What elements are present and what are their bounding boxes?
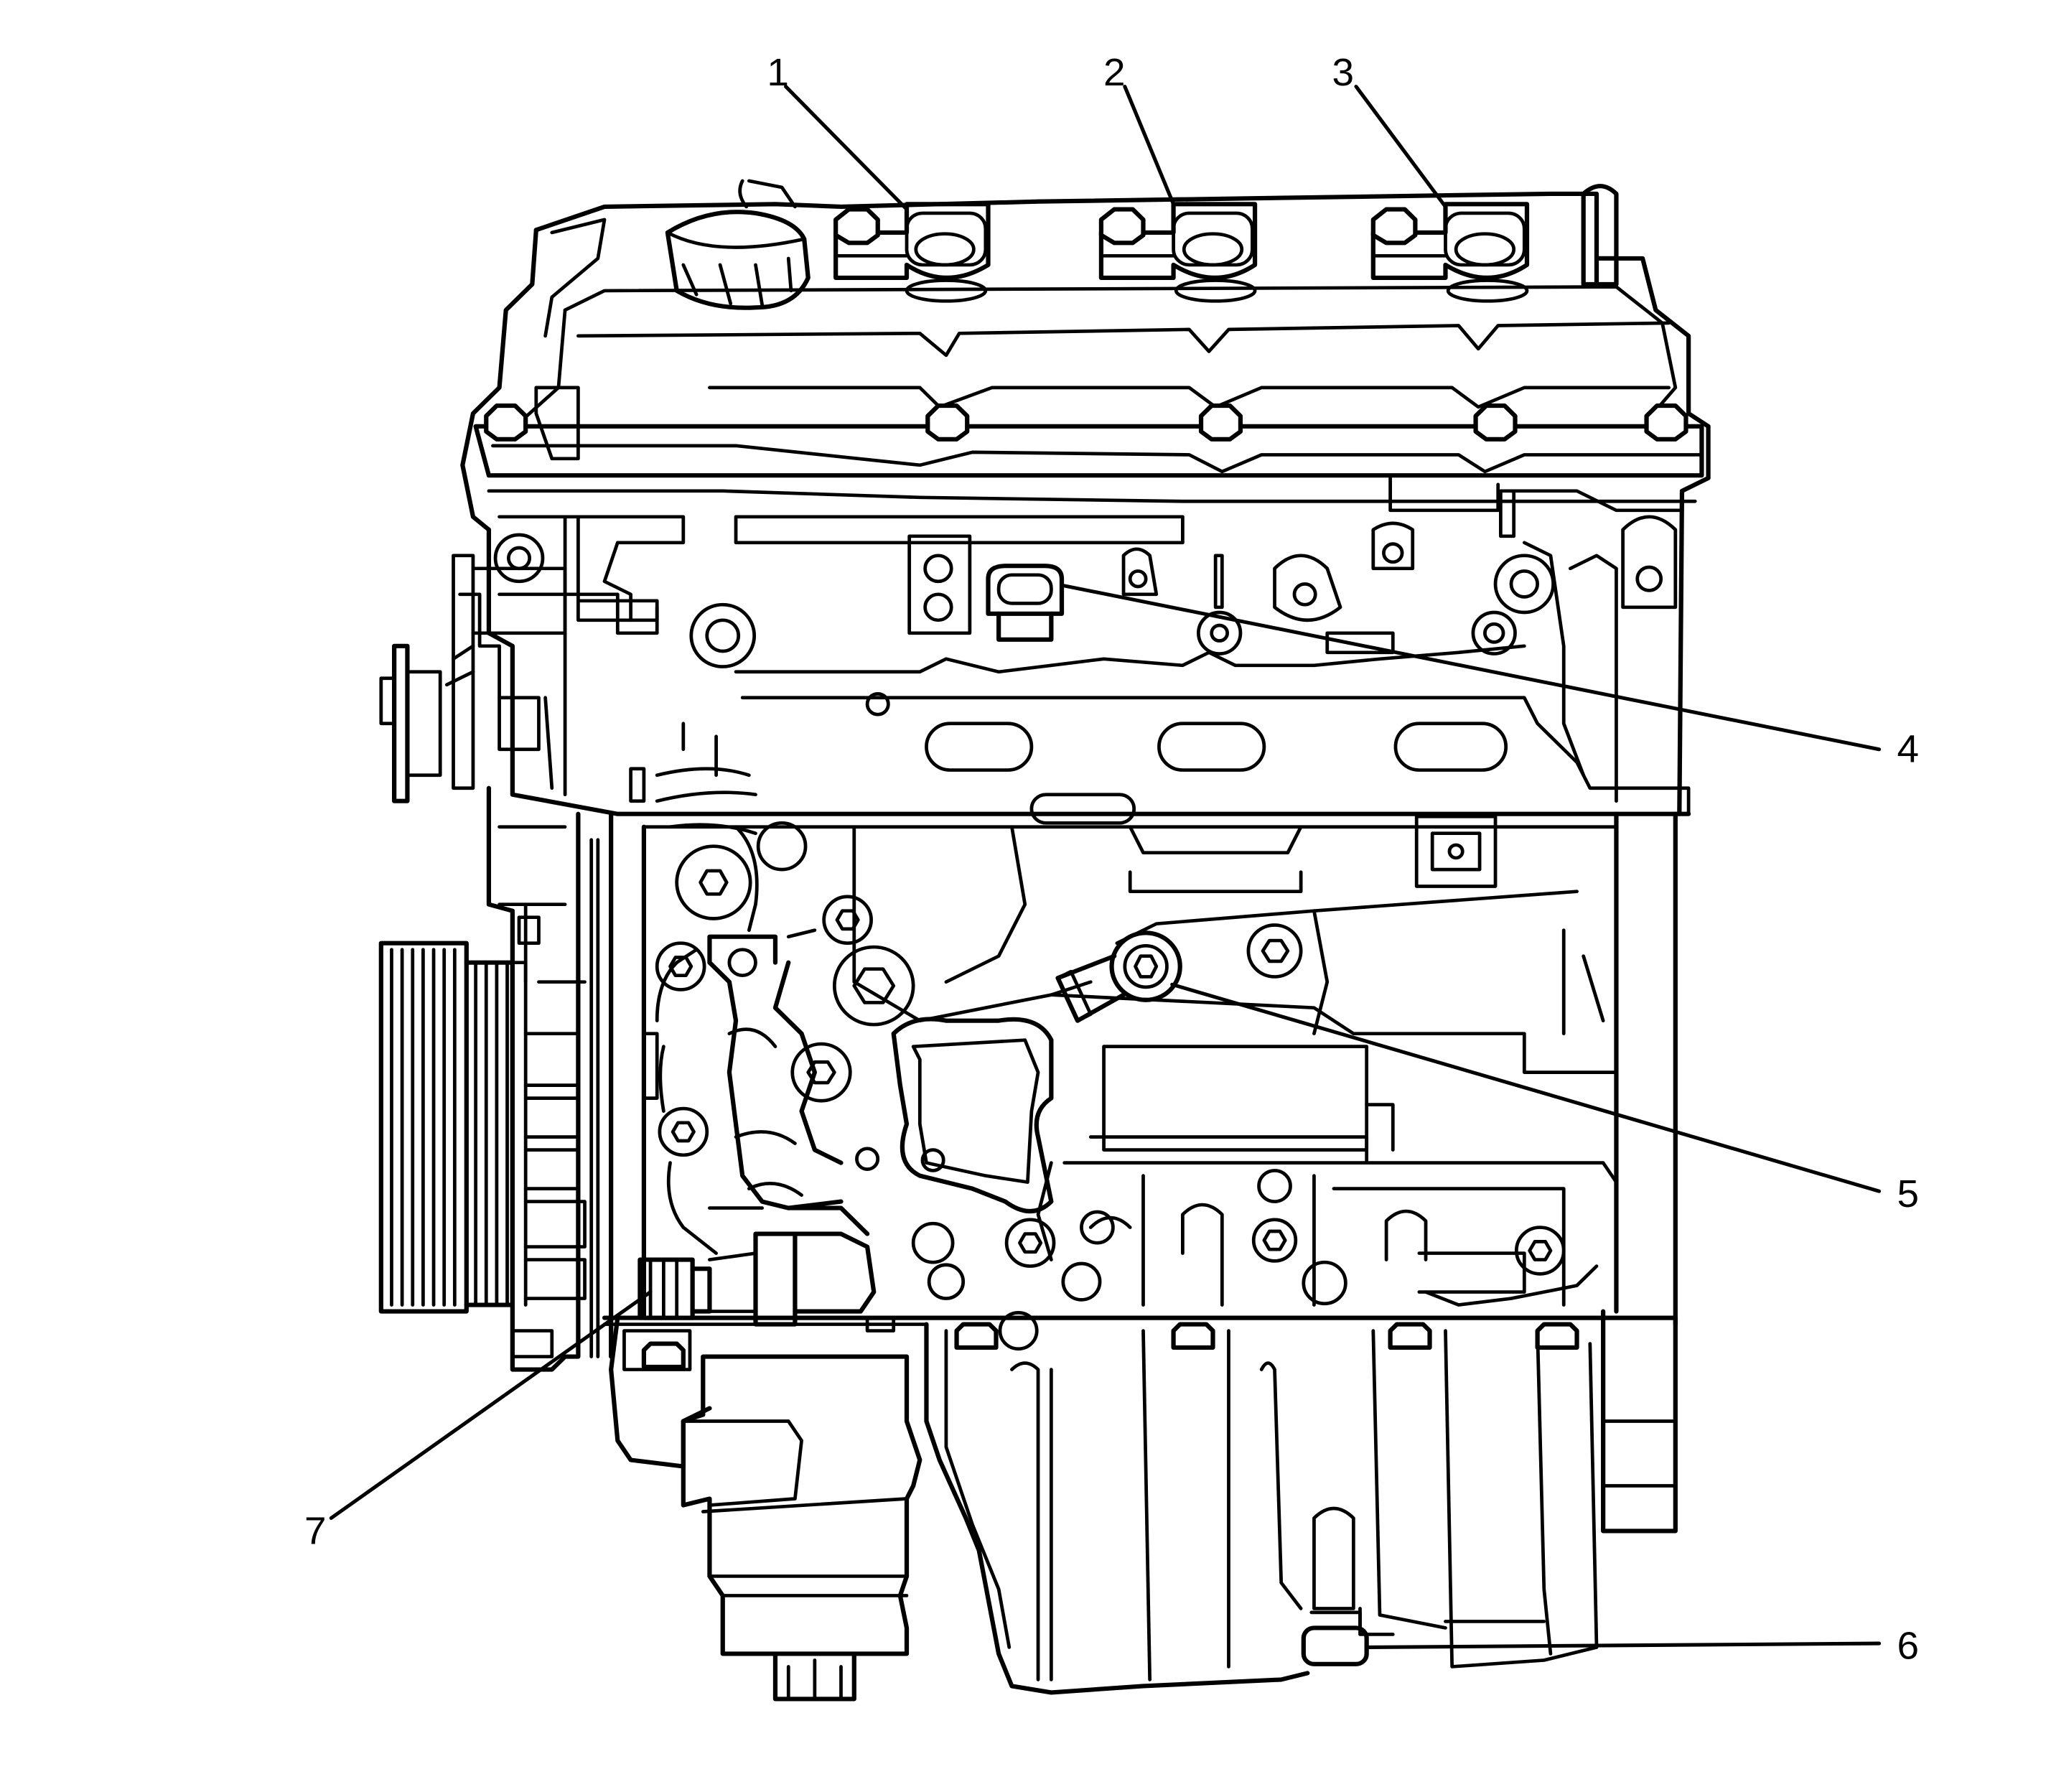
leader-3 [1354,85,1448,209]
callout-1: 1 [767,50,789,93]
block-bosses [493,489,1678,1370]
leader-4 [1060,583,1882,752]
leader-6 [1365,1641,1882,1649]
callout-7: 7 [304,1509,327,1552]
callout-numbers: 1 2 3 4 5 6 7 [304,50,1919,1667]
sensor-7 [637,1257,712,1320]
leader-1 [784,85,909,212]
leader-7 [329,1290,653,1521]
leader-lines [329,85,1882,1649]
ignition-coil-1 [833,202,991,303]
callout-5: 5 [1897,1172,1920,1215]
leader-5 [1170,982,1882,1193]
sensor-5 [1055,930,1182,1023]
ignition-coil-2 [1098,202,1258,303]
coil-bolts [833,207,1418,246]
engine-outline [378,179,1711,1702]
callout-3: 3 [1332,50,1354,93]
callout-2: 2 [1103,50,1126,93]
callout-4: 4 [1897,727,1920,770]
leader-2 [1123,85,1176,206]
sensor-4 [986,564,1065,642]
cover-bolts [484,256,1688,442]
drain-plug-6 [1301,1610,1369,1666]
callout-6: 6 [1897,1624,1920,1667]
ignition-coil-3 [1370,202,1530,303]
